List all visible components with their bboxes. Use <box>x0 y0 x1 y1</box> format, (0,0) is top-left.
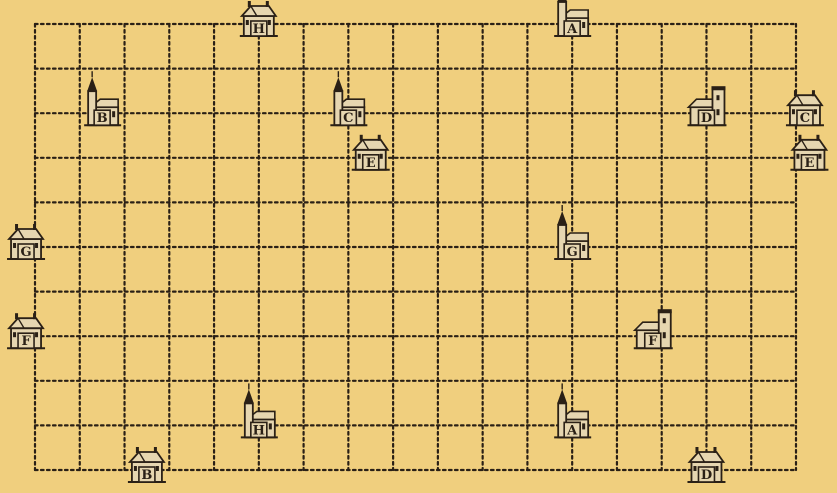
building-label: D <box>701 468 712 483</box>
building-b-left: B <box>84 71 121 126</box>
building-label: H <box>253 22 265 37</box>
building-label: A <box>566 423 578 438</box>
building-h-top: H <box>240 1 278 37</box>
building-label: E <box>804 156 814 171</box>
building-b-bottom: B <box>128 447 166 483</box>
building-label: E <box>366 156 376 171</box>
building-a-top: A <box>554 0 591 37</box>
building-label: B <box>97 111 108 126</box>
building-d-bottom: D <box>687 447 725 483</box>
building-label: B <box>141 468 152 483</box>
building-label: D <box>701 111 712 126</box>
building-c-right: C <box>786 90 824 126</box>
dotted-grid <box>35 24 796 470</box>
building-label: C <box>343 111 353 126</box>
building-label: H <box>253 423 265 438</box>
building-label: G <box>567 245 578 260</box>
building-label: F <box>648 334 658 349</box>
building-f-right: F <box>634 309 673 349</box>
building-label: C <box>800 111 810 126</box>
building-g-left: G <box>7 224 45 260</box>
building-e-mid: E <box>352 135 390 171</box>
buildings-layer: H A B C D C E E G G F F H A B D <box>7 0 828 483</box>
building-label: F <box>21 334 31 349</box>
building-label: A <box>566 22 578 37</box>
building-f-left: F <box>7 313 45 349</box>
building-label: G <box>20 245 31 260</box>
